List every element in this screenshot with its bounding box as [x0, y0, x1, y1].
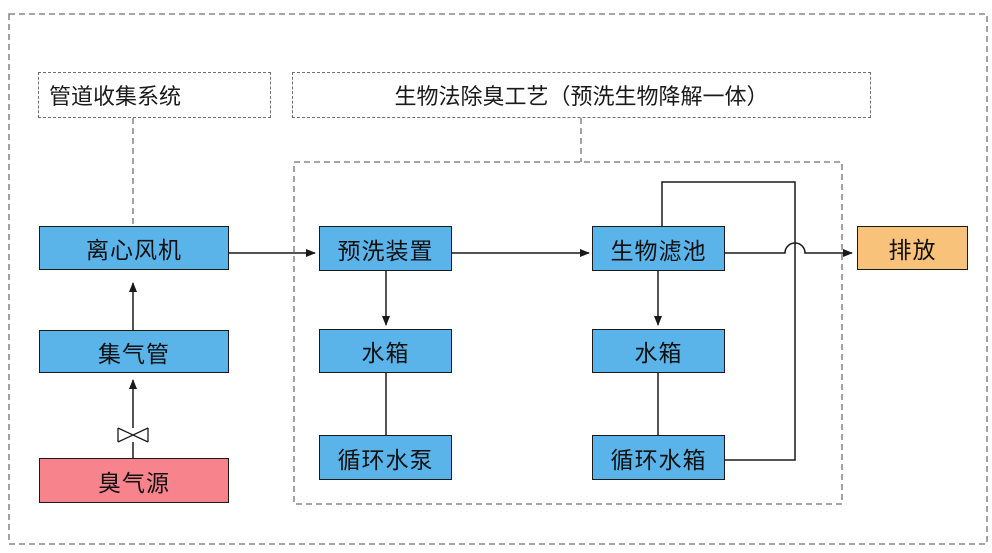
- recirculation-loop: [661, 181, 796, 461]
- water-tank-node-1: 水箱: [319, 329, 452, 373]
- water-tank-node-2: 水箱: [592, 329, 725, 373]
- valve-icon: [117, 427, 149, 443]
- centrifugal-fan-node: 离心风机: [39, 226, 229, 270]
- bio-process-label: 生物法除臭工艺（预洗生物降解一体）: [292, 72, 871, 118]
- pipe-system-label: 管道收集系统: [38, 72, 271, 118]
- bio-process-boundary: [293, 161, 843, 505]
- discharge-node: 排放: [857, 226, 968, 270]
- gas-collector-node: 集气管: [39, 330, 229, 373]
- circulation-tank-node: 循环水箱: [592, 435, 725, 480]
- outer-boundary: [8, 13, 988, 545]
- biofilter-node: 生物滤池: [592, 226, 725, 271]
- arrow-biofilter-to-discharge: [725, 242, 853, 257]
- odor-source-node: 臭气源: [39, 458, 229, 503]
- circulation-pump-node: 循环水泵: [319, 435, 452, 480]
- prewash-device-node: 预洗装置: [319, 226, 452, 271]
